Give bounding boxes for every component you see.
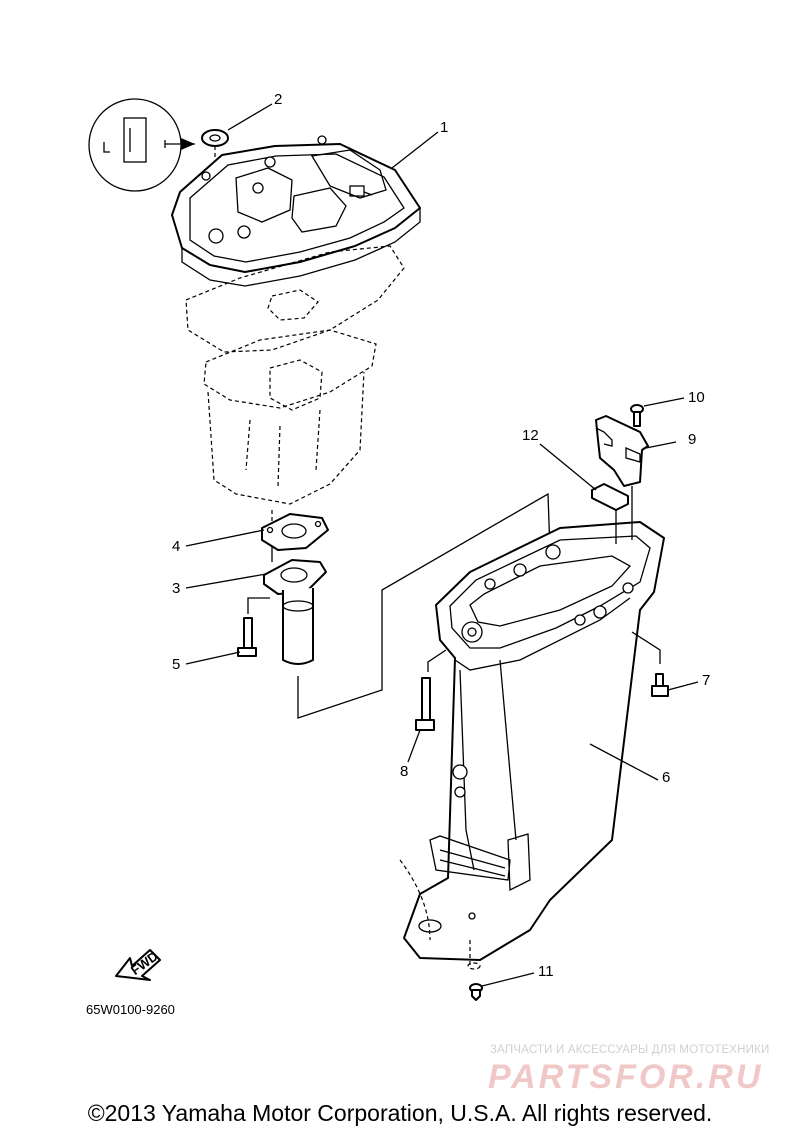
- part-4-gasket: [261, 513, 329, 551]
- diagram-code: 65W0100-9260: [86, 1002, 175, 1017]
- copyright-text: ©2013 Yamaha Motor Corporation, U.S.A. A…: [87, 1100, 713, 1126]
- callout-10: 10: [688, 389, 705, 406]
- callout-1: 1: [440, 119, 448, 136]
- watermark-tagline: ЗАПЧАСТИ И АКСЕССУАРЫ ДЛЯ МОТОТЕХНИКИ: [490, 1044, 770, 1056]
- part-8-bolt: [415, 649, 447, 731]
- callout-9: 9: [688, 431, 696, 448]
- callout-12: 12: [522, 427, 539, 444]
- part-5-bolt: [237, 597, 270, 657]
- part-1-upper-casing: [171, 135, 421, 287]
- part-3-exhaust-guide: [263, 559, 327, 665]
- part-12-plate: [591, 483, 629, 544]
- part-11-bolt: [469, 983, 483, 1001]
- callout-11: 11: [538, 963, 554, 980]
- upper-gasket: [185, 245, 405, 353]
- watermark-logo: PARTSFOR.RU: [488, 1058, 764, 1096]
- callout-3: 3: [172, 580, 180, 597]
- callout-2: 2: [274, 91, 282, 108]
- callout-7: 7: [702, 672, 710, 689]
- callout-4: 4: [172, 538, 180, 555]
- oil-pan: [203, 329, 377, 505]
- callout-5: 5: [172, 656, 180, 673]
- fwd-arrow-icon: FWD: [115, 948, 161, 981]
- callout-6: 6: [662, 769, 670, 786]
- part-6-driveshaft-housing: [399, 521, 665, 970]
- connector-line: [297, 492, 553, 719]
- part-10-screw: [630, 404, 644, 427]
- callout-8: 8: [400, 763, 408, 780]
- bushing-detail: [88, 98, 195, 192]
- callout-leaders: [185, 103, 699, 987]
- part-7-bolt: [631, 631, 669, 697]
- part-9-bracket: [595, 415, 649, 540]
